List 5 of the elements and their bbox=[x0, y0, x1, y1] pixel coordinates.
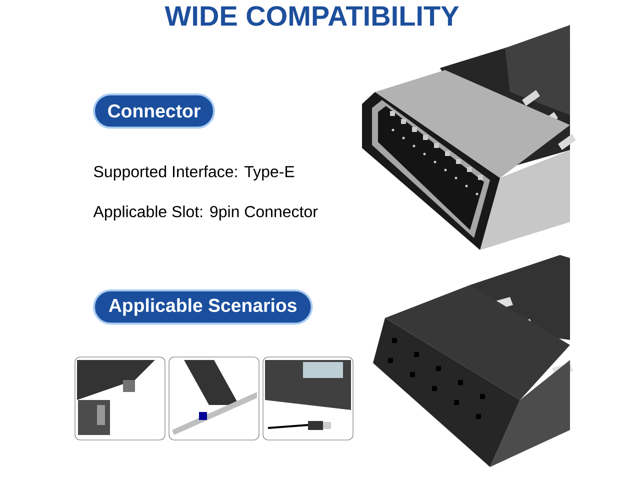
spec-text: Applicable Slot: 9pin Connector bbox=[93, 206, 318, 220]
title: WIDE COMPATIBILITY bbox=[164, 6, 459, 26]
spec-text: Supported Interface: Type-E bbox=[94, 166, 294, 180]
heading-pill: Connector bbox=[93, 93, 216, 129]
heading-pill: Applicable Scenarios bbox=[93, 289, 313, 325]
